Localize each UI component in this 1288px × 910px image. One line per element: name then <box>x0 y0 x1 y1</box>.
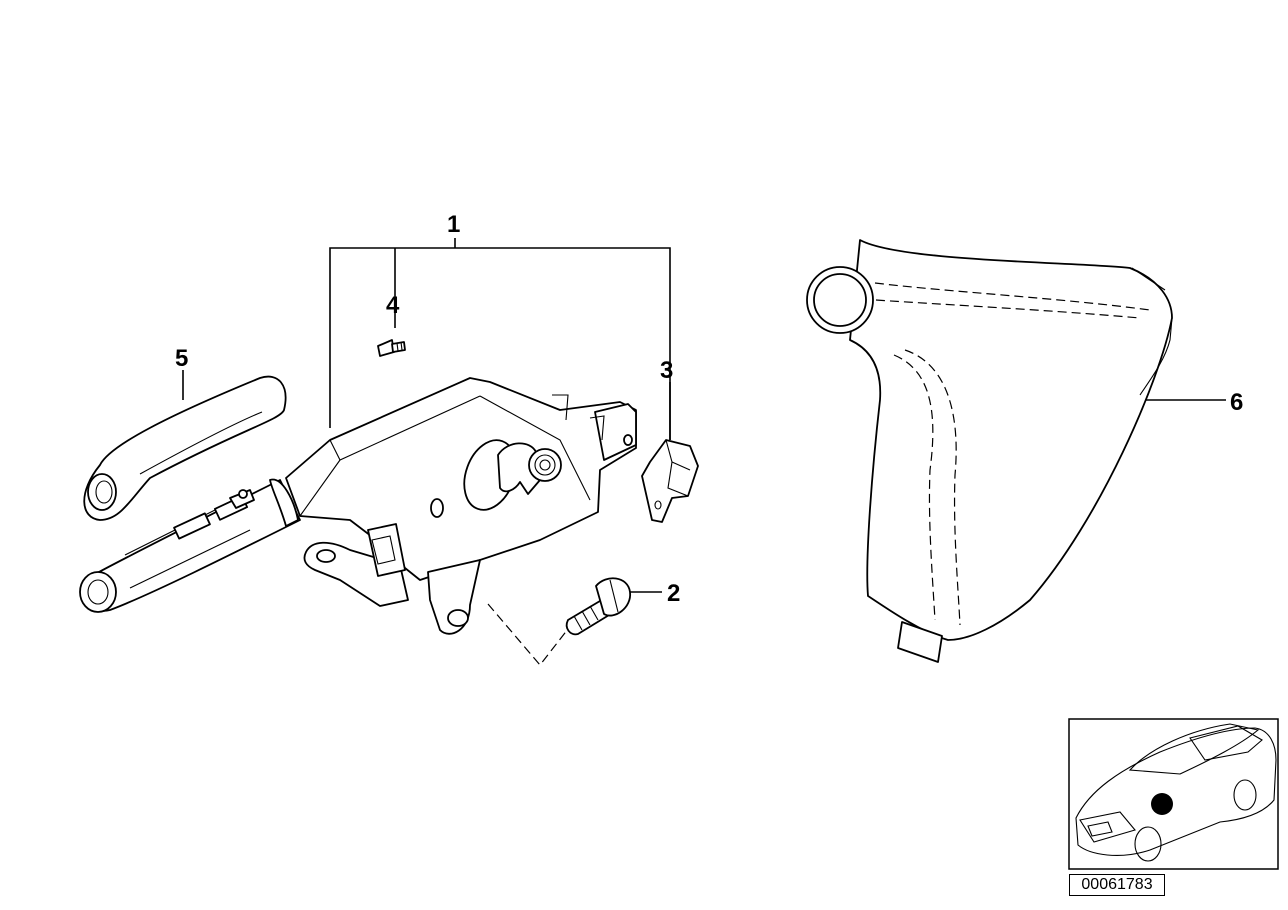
callout-2: 2 <box>667 580 680 607</box>
boot-cover-part-6 <box>806 239 1173 663</box>
leader-lines <box>182 238 1226 666</box>
location-marker-icon <box>1151 793 1173 815</box>
callout-1: 1 <box>447 211 460 238</box>
bolt-part-2 <box>565 577 631 636</box>
handle-grip-part-5 <box>83 375 287 521</box>
callout-6: 6 <box>1230 389 1243 416</box>
diagram-reference-id: 00061783 <box>1069 874 1165 896</box>
callout-4: 4 <box>386 292 400 319</box>
locator-inset <box>1068 718 1279 870</box>
callout-3: 3 <box>660 357 673 384</box>
screw-part-4 <box>377 339 406 357</box>
callout-5: 5 <box>175 345 188 372</box>
clip-part-3 <box>641 439 699 523</box>
car-outline-icon <box>1075 723 1277 862</box>
handbrake-lever-part-1 <box>79 377 637 635</box>
